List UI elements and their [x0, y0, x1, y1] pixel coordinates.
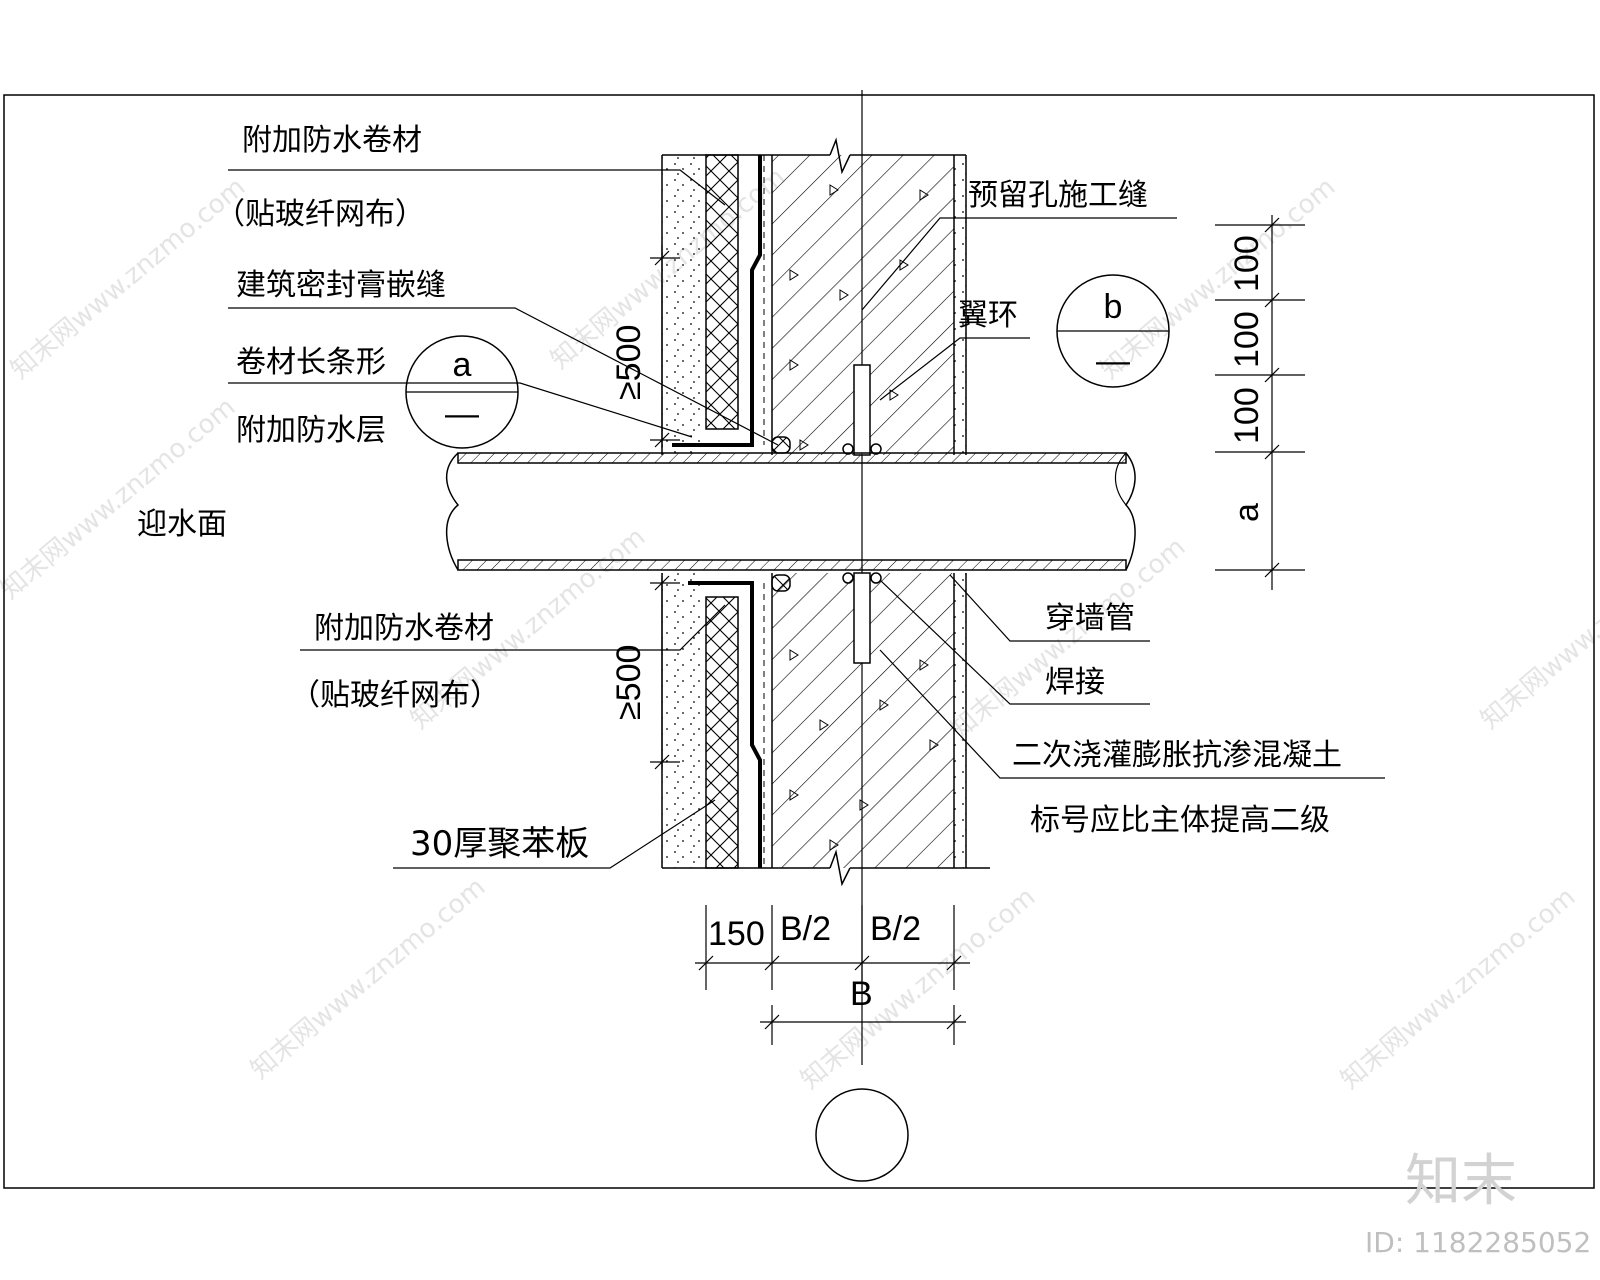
- label-eps-board: 30厚聚苯板: [410, 824, 589, 864]
- callout-a-bottom: —: [445, 395, 479, 433]
- label-concrete-1: 二次浇灌膨胀抗渗混凝土: [1012, 738, 1342, 773]
- dim-b-total: B: [850, 975, 873, 1013]
- callout-b-bottom: —: [1096, 342, 1130, 380]
- label-concrete-2: 标号应比主体提高二级: [1030, 803, 1330, 838]
- label-construction-joint: 预留孔施工缝: [968, 178, 1148, 213]
- section-marker-circle: [815, 1088, 909, 1182]
- watermark-text: 知末网www.znzmo.com: [0, 392, 241, 605]
- watermark-brand: 知末: [1405, 1149, 1517, 1214]
- label-membrane-bot-1: 附加防水卷材: [314, 611, 494, 646]
- label-membrane-top-1: 附加防水卷材: [242, 123, 422, 158]
- callout-a-top: a: [453, 346, 472, 384]
- dim-a: a: [1228, 503, 1266, 522]
- eps-board-top: [705, 154, 739, 430]
- flange-ring-top: [853, 364, 871, 456]
- label-water-face: 迎水面: [137, 507, 227, 542]
- dim-lap-top: ≥500: [610, 325, 648, 400]
- sealant-top: [771, 436, 791, 454]
- wall-pipe: [445, 452, 1136, 571]
- protection-layer-bottom: [662, 573, 706, 868]
- watermark-text: 知末网www.znzmo.com: [1335, 882, 1581, 1095]
- dim-100-2: 100: [1228, 311, 1266, 368]
- callout-b-top: b: [1104, 288, 1123, 326]
- label-wall-pipe: 穿墙管: [1045, 601, 1135, 636]
- inner-plaster-top: [954, 155, 966, 455]
- dim-100-3: 100: [1228, 387, 1266, 444]
- inner-plaster-bottom: [954, 573, 966, 868]
- flange-ring-bottom: [853, 572, 871, 664]
- membrane-top: [672, 155, 762, 447]
- leader-lines: [228, 169, 1385, 869]
- sealant-bottom: [771, 574, 791, 592]
- drawing-border: [3, 94, 1595, 1189]
- dim-half-b-2: B/2: [870, 910, 921, 948]
- label-flange-ring: 翼环: [958, 298, 1018, 333]
- dim-100-1: 100: [1228, 235, 1266, 292]
- dim-half-b-1: B/2: [780, 910, 831, 948]
- label-welding: 焊接: [1045, 665, 1105, 700]
- watermark-id: ID: 1182285052: [1365, 1226, 1591, 1259]
- watermark-text: 知末网www.znzmo.com: [1475, 522, 1600, 735]
- dim-lap-bottom: ≥500: [610, 645, 648, 720]
- label-strip-2: 附加防水层: [236, 413, 386, 448]
- label-sealant: 建筑密封膏嵌缝: [236, 268, 446, 303]
- membrane-bottom: [688, 581, 762, 868]
- wall-section: [661, 90, 990, 1065]
- dim-150: 150: [708, 915, 765, 953]
- label-membrane-top-2: （贴玻纤网布）: [215, 197, 425, 232]
- label-membrane-bot-2: （贴玻纤网布）: [290, 678, 500, 713]
- label-strip-1: 卷材长条形: [236, 345, 386, 380]
- watermark-text: 知末网www.znzmo.com: [245, 872, 491, 1085]
- eps-board-bottom: [705, 596, 739, 869]
- dimension-lines: [650, 215, 1305, 1045]
- protection-layer-top: [662, 155, 706, 455]
